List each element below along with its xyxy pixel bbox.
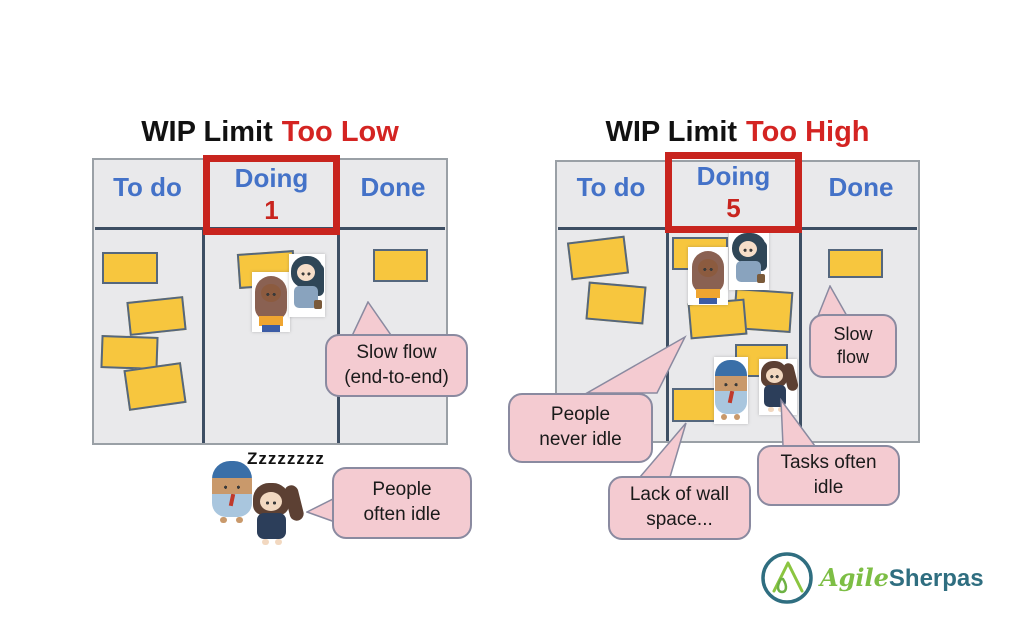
wip-limit-red-box — [203, 155, 340, 235]
sticky-note — [828, 249, 883, 278]
pants — [262, 325, 280, 332]
face — [297, 264, 315, 281]
annotation-people-never-idle: People never idle — [508, 393, 653, 463]
bubble-tail — [780, 398, 817, 447]
column-divider — [202, 230, 205, 443]
person-curly-hair — [253, 274, 289, 332]
sticky-note — [123, 362, 187, 411]
logo-sherpas: Sherpas — [888, 565, 984, 592]
column-divider — [799, 230, 802, 441]
sticky-note — [373, 249, 428, 282]
mountain-drop-icon — [761, 552, 813, 604]
shirt — [259, 316, 283, 326]
title-black: WIP Limit — [605, 116, 738, 148]
foot — [734, 414, 740, 420]
column-header-done: Done — [828, 172, 894, 202]
shirt — [294, 286, 318, 308]
sticky-note — [126, 296, 187, 336]
face — [260, 492, 282, 511]
shirt — [257, 513, 286, 539]
person-bob-hair — [290, 256, 324, 316]
hair — [756, 241, 767, 271]
pants — [699, 298, 717, 304]
hair — [313, 264, 324, 296]
sticky-note — [100, 335, 159, 370]
annotation-slow-flow-end-to-end: Slow flow (end-to-end) — [325, 334, 468, 397]
foot — [275, 539, 282, 545]
column-divider — [666, 230, 669, 441]
sticky-note — [102, 252, 158, 284]
bag — [757, 274, 765, 283]
column-header-todo: To do — [113, 172, 182, 202]
ponytail — [282, 483, 306, 523]
person-bob-hair — [731, 233, 767, 289]
foot — [220, 517, 227, 523]
face — [212, 478, 252, 494]
annotation-people-often-idle: People often idle — [332, 467, 472, 539]
sticky-note — [585, 281, 647, 325]
person-curly-hair — [690, 249, 726, 305]
face — [698, 259, 718, 277]
cap — [715, 360, 747, 376]
figure — [212, 461, 252, 517]
person-cap — [212, 461, 252, 523]
wip-limit-value: 1 — [264, 194, 279, 225]
person-ponytail — [760, 361, 800, 413]
figure — [715, 360, 747, 414]
annotation-slow-flow: Slow flow — [809, 314, 897, 378]
annotation-lack-of-wall-space: Lack of wall space... — [608, 476, 751, 540]
foot — [262, 539, 269, 545]
face — [715, 376, 747, 391]
person-ponytail — [251, 483, 306, 546]
foot — [721, 414, 727, 420]
title-black: WIP Limit — [141, 116, 273, 148]
face — [739, 241, 757, 257]
shirt — [736, 261, 761, 282]
title-red: Too High — [746, 116, 870, 148]
person-cap — [715, 360, 747, 422]
bubble-tail — [585, 335, 687, 394]
column-header-done: Done — [360, 172, 426, 202]
sleep-zzz-text: Zzzzzzzz — [247, 449, 325, 468]
face — [766, 368, 783, 383]
foot — [236, 517, 243, 523]
logo-wordmark: AgileSherpas — [820, 563, 984, 593]
face — [261, 284, 281, 302]
foot — [768, 407, 774, 412]
sticky-note — [672, 388, 718, 422]
sticky-note — [566, 235, 630, 281]
bag — [314, 300, 322, 309]
logo-agile: Agile — [820, 563, 889, 592]
doing-text: Doing — [696, 161, 771, 191]
wip-limit-red-box — [665, 152, 802, 233]
agilesherpas-logo — [760, 551, 814, 605]
doing-text: Doing — [234, 163, 309, 193]
column-header-todo: To do — [576, 172, 646, 202]
wip-limit-value: 5 — [726, 192, 741, 223]
cap — [212, 461, 252, 478]
column-header-doing: Doing 5 — [665, 160, 802, 222]
bubble-tail — [816, 285, 849, 317]
title-red: Too Low — [281, 116, 399, 148]
annotation-tasks-often-idle: Tasks often idle — [757, 445, 900, 506]
column-header-doing: Doing 1 — [203, 162, 340, 224]
shirt — [696, 289, 720, 298]
